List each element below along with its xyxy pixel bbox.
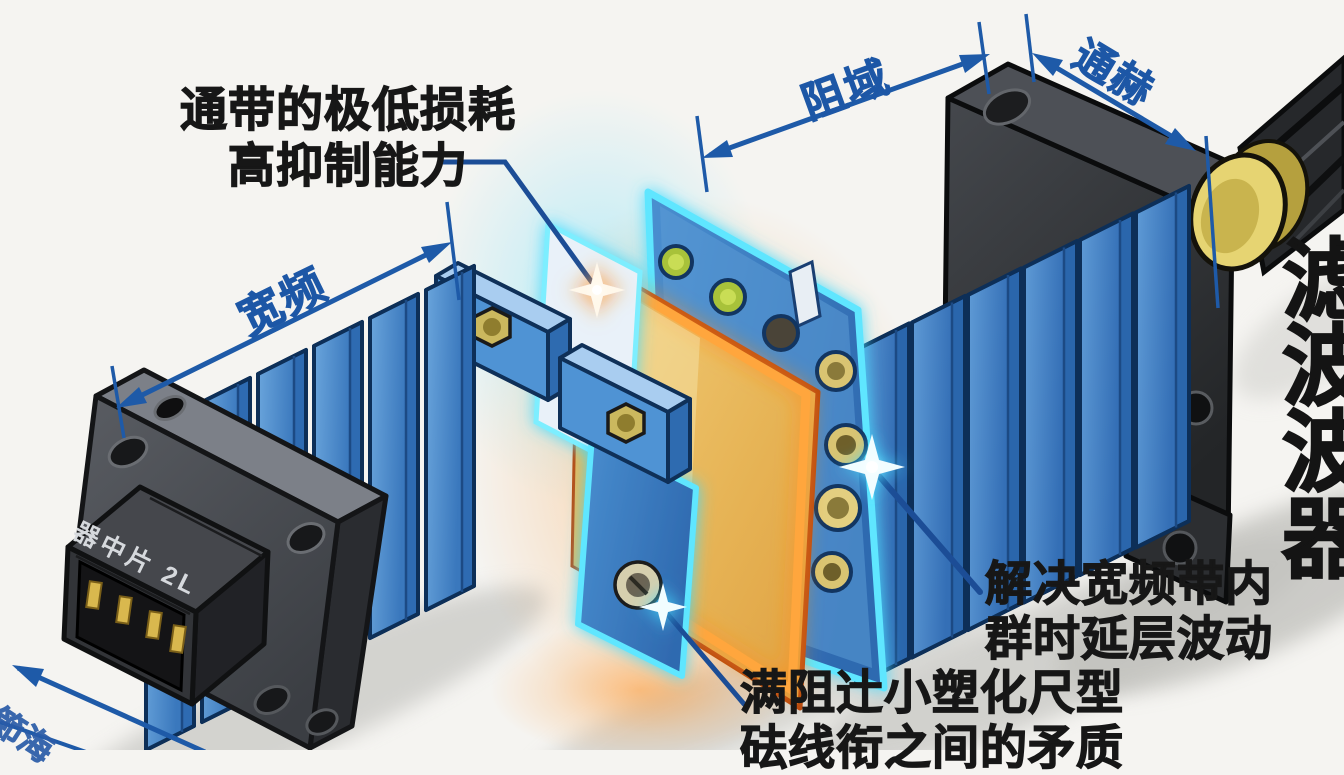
sparkle-icon bbox=[639, 583, 687, 631]
callout-size-tradeoff-line2: 砝线衔之间的矛质 bbox=[739, 720, 1124, 774]
dimension-broadband bbox=[110, 201, 461, 439]
callout-passband-loss-line1: 通带的极低损耗 bbox=[179, 82, 516, 136]
dimension-corner bbox=[0, 665, 207, 750]
filter-diagram-page: { "figure": { "title_vertical": "滤波波器", … bbox=[0, 13, 1344, 775]
filter-exploded-illustration bbox=[0, 13, 1344, 750]
coax-barrel bbox=[1188, 54, 1344, 277]
callout-group-delay-line2: 群时延层波动 bbox=[984, 612, 1273, 666]
sparkle-icons bbox=[569, 262, 905, 631]
hex-screw bbox=[606, 402, 646, 444]
dimension-passband bbox=[1024, 13, 1220, 309]
leader-lines bbox=[440, 159, 983, 707]
dimension-stopband bbox=[695, 21, 991, 193]
input-connector bbox=[61, 367, 389, 750]
callout-group-delay: 解决宽频带内 群时延层波动 bbox=[984, 556, 1344, 667]
callout-size-tradeoff-line1: 满阻辻小塑化尺型 bbox=[739, 665, 1124, 719]
hex-screw bbox=[472, 306, 512, 348]
page-title-vertical: 滤波波器 bbox=[1281, 231, 1344, 589]
callout-passband-loss-line2: 高抑制能力 bbox=[227, 139, 468, 193]
callout-passband-loss: 通带的极低损耗 高抑制能力 bbox=[152, 82, 544, 195]
plate-holes bbox=[658, 244, 868, 593]
callout-size-tradeoff: 满阻辻小塑化尺型 砝线衔之间的矛质 bbox=[739, 665, 1150, 775]
callout-group-delay-line1: 解决宽频带内 bbox=[984, 556, 1273, 610]
gold-pins bbox=[85, 580, 187, 654]
